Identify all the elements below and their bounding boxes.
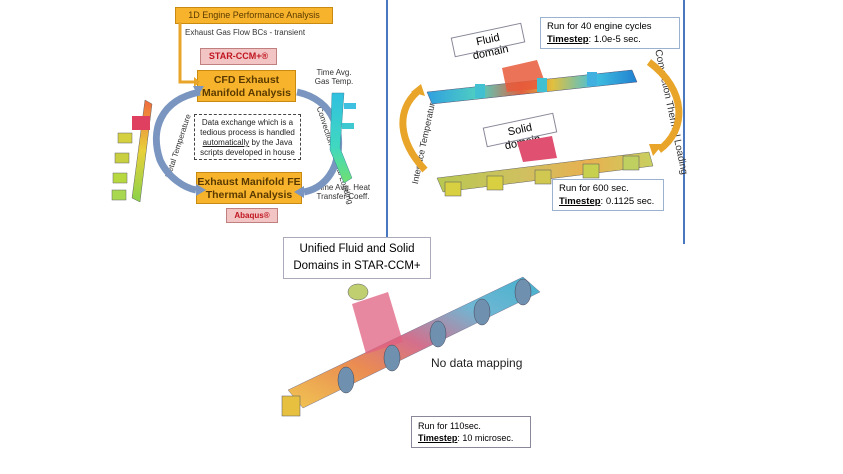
abaqus-label: Abaqus®: [226, 208, 278, 223]
timestep-3-value: : 10 microsec.: [457, 433, 514, 444]
time-avg-heat-label: Time Avg. Heat Transfer Coeff.: [315, 183, 371, 202]
timestep-1-value: : 1.0e-5 sec.: [588, 33, 641, 45]
timestep-1-row: Timestep: 1.0e-5 sec.: [547, 34, 673, 47]
data-exchange-text: Data exchange which is a tedious process…: [200, 118, 295, 137]
timestep-2-label: Timestep: [559, 195, 601, 207]
data-exchange-tail: by the Java scripts developed in house: [200, 138, 295, 157]
data-exchange-auto: automatically: [202, 138, 250, 147]
run-110-text: Run for 110sec.: [418, 421, 481, 431]
starccm-label: STAR-CCM+®: [200, 48, 277, 65]
timestep-2-row: Timestep: 0.1125 sec.: [559, 196, 657, 209]
data-exchange-note: Data exchange which is a tedious process…: [194, 114, 301, 160]
time-avg-gas-label: Time Avg. Gas Temp.: [314, 68, 354, 87]
timestep-3-label: Timestep: [418, 433, 458, 444]
exhaust-bc-label: Exhaust Gas Flow BCs - transient: [185, 28, 306, 37]
manifold-left-image: [111, 99, 153, 203]
right-panel-graphics: [399, 59, 683, 197]
run-40-cycles-box: Run for 40 engine cycles Timestep: 1.0e-…: [540, 17, 680, 49]
timestep-2-value: : 0.1125 sec.: [600, 195, 655, 207]
manifold-cyan-image: [329, 92, 356, 184]
divider-right: [683, 0, 685, 244]
unified-manifold-image: [281, 276, 541, 417]
no-data-mapping-label: No data mapping: [431, 356, 523, 370]
timestep-3-row: Timestep: 10 microsec.: [418, 432, 524, 444]
divider-left: [386, 0, 388, 244]
run-40-text: Run for 40 engine cycles: [547, 21, 652, 32]
run-600-text: Run for 600 sec.: [559, 183, 629, 194]
unified-domains-title: Unified Fluid and Solid Domains in STAR-…: [283, 237, 431, 279]
cfd-analysis-box: CFD Exhaust Manifold Analysis: [197, 70, 296, 102]
fe-analysis-box: Exhaust Manifold FE Thermal Analysis: [196, 172, 302, 204]
engine-performance-box: 1D Engine Performance Analysis: [175, 7, 333, 24]
run-110-box: Run for 110sec. Timestep: 10 microsec.: [411, 416, 531, 448]
timestep-1-label: Timestep: [547, 33, 589, 45]
run-600-box: Run for 600 sec. Timestep: 0.1125 sec.: [552, 179, 664, 211]
